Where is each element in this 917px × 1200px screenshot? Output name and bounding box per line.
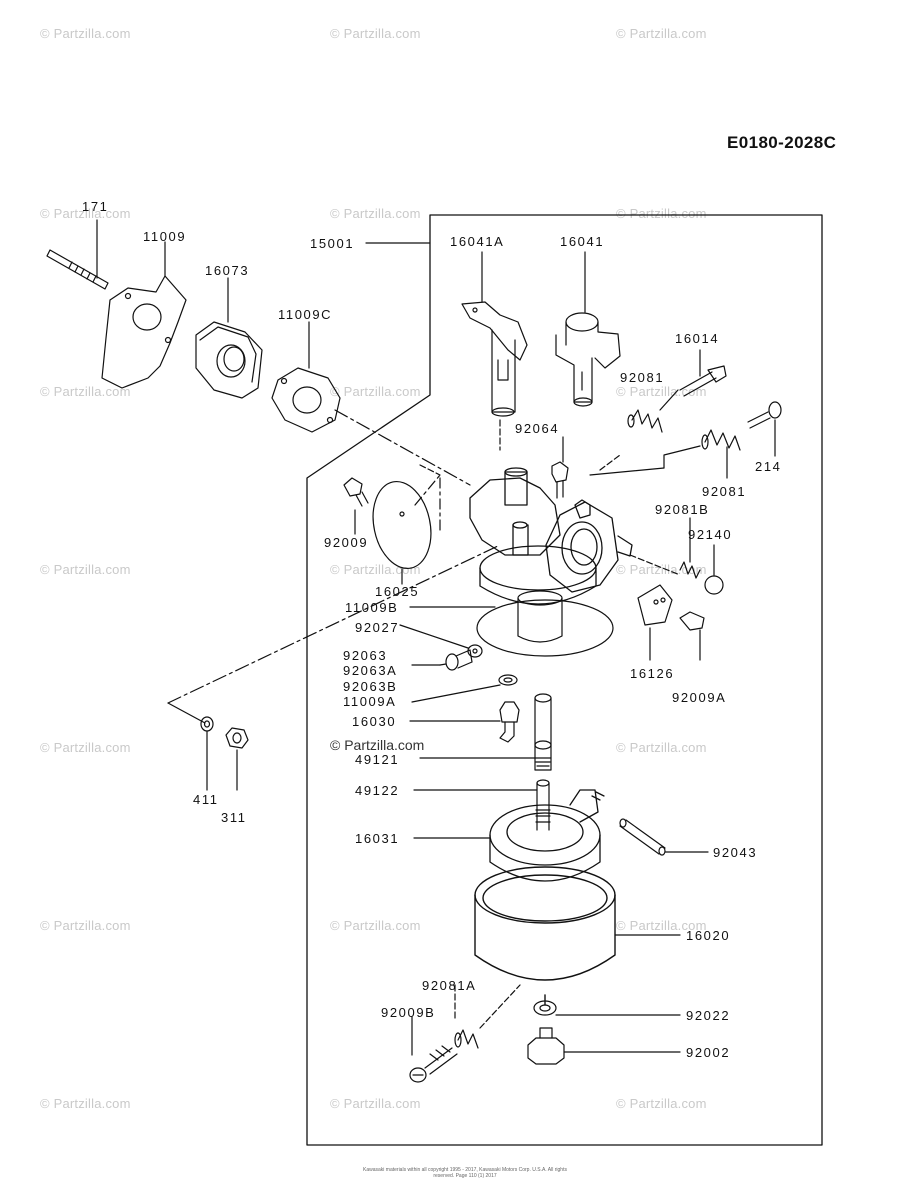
part-label-92002: 92002 [686,1045,731,1060]
part-label-92063: 92063 [343,648,388,663]
part-label-92027: 92027 [355,620,400,635]
center-line [167,544,501,704]
watermark: © Partzilla.com [616,918,707,933]
watermark: © Partzilla.com [616,740,707,755]
plate-16126 [637,584,673,626]
watermark: © Partzilla.com [40,384,131,399]
part-label-92009A: 92009A [672,690,727,705]
watermark: © Partzilla.com [330,918,421,933]
spring-92081B [679,561,701,579]
part-label-16014: 16014 [675,331,720,346]
part-label-92063A: 92063A [343,663,398,678]
watermark: © Partzilla.com [616,206,707,221]
part-label-16041: 16041 [560,234,605,249]
part-label-311: 311 [221,810,247,825]
watermark: © Partzilla.com [330,26,421,41]
part-label-16126: 16126 [630,666,675,681]
screw-92009A [679,611,705,661]
watermark: © Partzilla.com [40,562,131,577]
spring-92081-right [701,429,741,451]
carburetor-body [469,467,633,605]
screw-92009B [409,1045,458,1083]
part-label-92081-b: 92081 [702,484,747,499]
plate-16025 [372,480,432,585]
part-label-11009: 11009 [143,229,187,244]
gasket-11009C [271,367,341,433]
watermark: © Partzilla.com [616,562,707,577]
part-label-92081B: 92081B [655,502,710,517]
float-bowl-16020 [474,866,616,1006]
washer-92022 [533,1000,557,1016]
washer-411 [200,716,214,732]
part-label-11009B: 11009B [345,600,399,615]
screw-92063 [439,649,473,671]
watermark: © Partzilla.com [40,918,131,933]
part-label-92022: 92022 [686,1008,731,1023]
screw-16014 [679,365,727,397]
watermark: © Partzilla.com [330,1096,421,1111]
part-label-92081: 92081 [620,370,665,385]
watermark: © Partzilla.com [40,206,131,221]
part-label-92063B: 92063B [343,679,398,694]
spring-92081 [627,389,679,433]
part-label-49122: 49122 [355,783,400,798]
watermark: © Partzilla.com [616,1096,707,1111]
watermark: © Partzilla.com [40,26,131,41]
ball-92140 [704,575,724,595]
part-label-171: 171 [82,199,109,214]
nut-311 [225,727,249,749]
jet-holder-49121 [534,693,552,771]
part-label-16020: 16020 [686,928,731,943]
part-label-92064: 92064 [515,421,560,436]
watermark: © Partzilla.com [40,740,131,755]
watermark: © Partzilla.com [330,384,421,399]
pin-92043 [619,818,666,856]
assembly-frame [306,214,823,1146]
part-label-11009A: 11009A [343,694,397,709]
choke-lever-16041A [461,301,528,417]
part-label-16041A: 16041A [450,234,505,249]
part-label-214: 214 [755,459,782,474]
insulator-16073 [195,321,263,399]
gasket-11009B [476,590,614,657]
part-label-49121: 49121 [355,752,400,767]
main-jet-49122 [535,779,551,831]
watermark-center: © Partzilla.com [330,737,425,753]
part-label-92140: 92140 [688,527,733,542]
stud-171 [46,249,109,290]
watermark: © Partzilla.com [40,1096,131,1111]
part-label-16030: 16030 [352,714,397,729]
part-label-11009C: 11009C [278,307,333,322]
part-label-15001: 15001 [310,236,355,251]
screw-214 [747,401,782,429]
part-label-411: 411 [193,792,219,807]
needle-valve-16030 [499,701,520,743]
part-label-92009B: 92009B [381,1005,436,1020]
watermark: © Partzilla.com [616,26,707,41]
throttle-lever-16041 [555,312,621,407]
copyright-footer: Kawasaki materials within all copyright … [363,1167,567,1179]
spring-92081A [454,1029,479,1049]
part-label-92043: 92043 [713,845,758,860]
float-16031 [489,789,605,882]
part-label-16025: 16025 [375,584,420,599]
screw-92064 [551,461,569,499]
part-label-16031: 16031 [355,831,400,846]
washer-11009A [498,674,518,686]
diagram-code: E0180-2028C [727,133,837,152]
part-label-92081A: 92081A [422,978,477,993]
part-label-92009: 92009 [324,535,369,550]
gasket-11009 [101,275,187,389]
watermark: © Partzilla.com [330,206,421,221]
bolt-92002 [527,1027,565,1065]
part-label-16073: 16073 [205,263,250,278]
screw-92009 [343,477,369,507]
